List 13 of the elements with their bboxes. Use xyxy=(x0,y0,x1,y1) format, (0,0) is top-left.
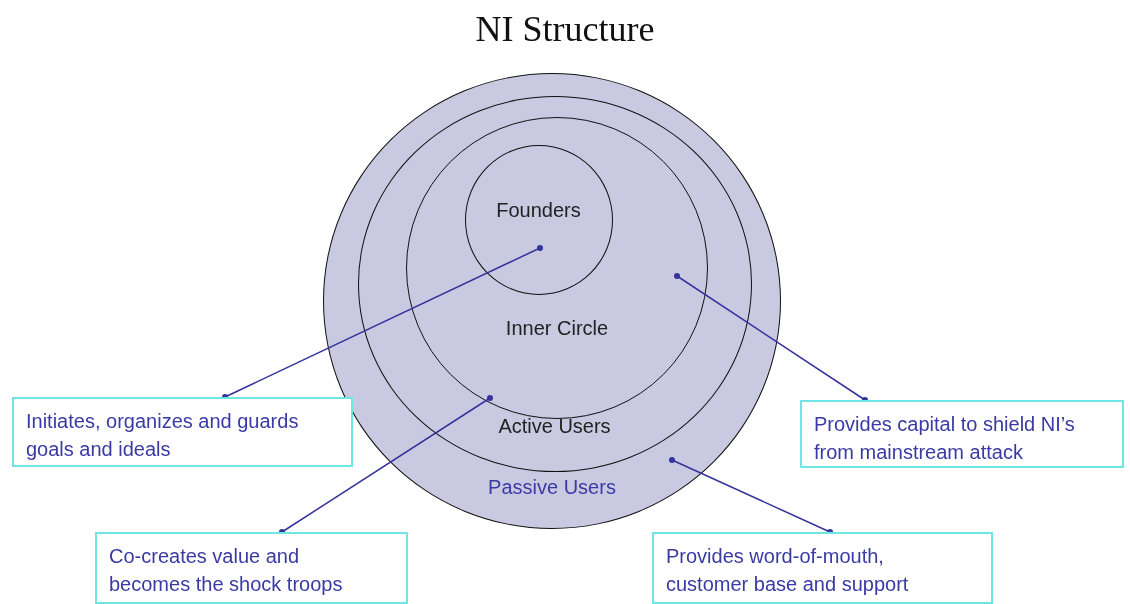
circle-label: Passive Users xyxy=(488,475,616,498)
leader-line xyxy=(674,273,868,403)
circle-label: Active Users xyxy=(498,415,611,437)
callout-box: Co-creates value and becomes the shock troops xyxy=(95,532,408,604)
callout-box: Provides word-of-mouth, customer base and support xyxy=(652,532,993,604)
leader-line xyxy=(669,457,833,535)
leader-line xyxy=(222,245,543,400)
leader-line xyxy=(279,395,493,535)
circle-label: Founders xyxy=(496,199,581,221)
callout-box: Provides capital to shield NI’s from mainstream attack xyxy=(800,400,1124,468)
callout-box: Initiates, organizes and guards goals and ideals xyxy=(12,397,353,467)
title: NI Structure xyxy=(474,8,656,50)
circle-label: Inner Circle xyxy=(505,316,609,339)
